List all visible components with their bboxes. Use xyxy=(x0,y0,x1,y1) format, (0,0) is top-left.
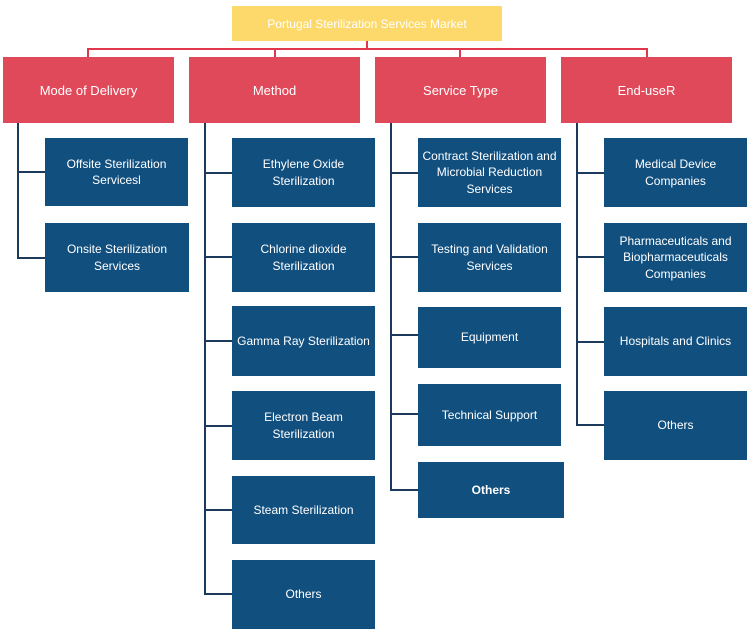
category-connector-2 xyxy=(274,48,276,57)
item-ethylene-oxide: Ethylene Oxide Sterilization xyxy=(232,138,375,207)
tree-branch xyxy=(576,341,604,343)
tree-branch xyxy=(204,172,232,174)
category-connector-3 xyxy=(459,48,461,57)
category-end-user: End-useR xyxy=(561,57,732,123)
tree-branch xyxy=(390,256,418,258)
tree-branch xyxy=(204,425,232,427)
item-electron-beam: Electron Beam Sterilization xyxy=(232,391,375,460)
item-medical-device: Medical Device Companies xyxy=(604,138,747,207)
tree-branch xyxy=(390,334,418,336)
tree-branch xyxy=(390,489,418,491)
tree-branch xyxy=(390,413,418,415)
root-connector-horizontal xyxy=(87,48,648,50)
tree-trunk-method xyxy=(204,123,206,595)
item-steam: Steam Sterilization xyxy=(232,476,375,544)
tree-branch xyxy=(576,424,604,426)
diagram-title: Portugal Sterilization Services Market xyxy=(232,6,502,41)
tree-branch xyxy=(17,171,45,173)
item-gamma-ray: Gamma Ray Sterilization xyxy=(232,306,375,376)
category-connector-4 xyxy=(646,48,648,57)
tree-branch xyxy=(204,509,232,511)
category-method: Method xyxy=(189,57,360,123)
tree-branch xyxy=(17,257,45,259)
item-contract-sterilization: Contract Sterilization and Microbial Red… xyxy=(418,138,561,207)
item-testing-validation: Testing and Validation Services xyxy=(418,223,561,292)
item-pharma-biopharma: Pharmaceuticals and Biopharmaceuticals C… xyxy=(604,223,747,292)
tree-branch xyxy=(204,340,232,342)
category-mode-of-delivery: Mode of Delivery xyxy=(3,57,174,123)
tree-branch xyxy=(204,256,232,258)
tree-branch xyxy=(576,256,604,258)
item-offsite-sterilization: Offsite Sterilization Servicesl xyxy=(45,138,188,206)
item-onsite-sterilization: Onsite Sterilization Services xyxy=(45,223,189,292)
category-connector-1 xyxy=(87,48,89,57)
item-end-user-others: Others xyxy=(604,391,747,460)
tree-trunk-mode-of-delivery xyxy=(17,123,19,258)
item-method-others: Others xyxy=(232,560,375,629)
tree-trunk-service-type xyxy=(390,123,392,491)
tree-branch xyxy=(204,593,232,595)
item-service-others: Others xyxy=(418,462,564,518)
item-equipment: Equipment xyxy=(418,307,561,368)
item-technical-support: Technical Support xyxy=(418,384,561,446)
tree-branch xyxy=(390,172,418,174)
root-connector-vertical xyxy=(366,41,368,50)
item-chlorine-dioxide: Chlorine dioxide Sterilization xyxy=(232,223,375,292)
category-service-type: Service Type xyxy=(375,57,546,123)
tree-branch xyxy=(576,172,604,174)
item-hospitals-clinics: Hospitals and Clinics xyxy=(604,307,747,376)
tree-trunk-end-user xyxy=(576,123,578,426)
